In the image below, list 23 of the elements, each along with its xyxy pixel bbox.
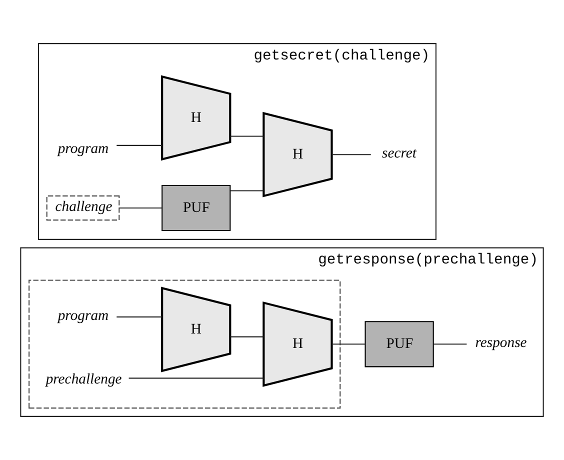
node-text: secret [382,145,416,162]
node-text: program [58,141,109,158]
connector [128,378,264,379]
node-box: PUF [162,184,231,232]
connector [116,144,162,146]
connector [230,136,264,137]
connector [332,154,371,156]
node-text: response [475,334,527,351]
connector [230,190,264,192]
node-box: H [262,112,333,198]
connector [116,316,162,318]
node-text: prechallenge [46,372,122,388]
connector [119,207,162,209]
connector [433,344,467,345]
connector [230,336,264,338]
cluster [28,280,341,409]
node-box: H [161,286,232,372]
node-box: H [262,301,333,387]
connector [332,344,366,345]
node-box: PUF [364,321,434,368]
node-box: H [161,75,232,161]
node-text: program [58,308,109,324]
node-box: challenge [46,195,120,221]
